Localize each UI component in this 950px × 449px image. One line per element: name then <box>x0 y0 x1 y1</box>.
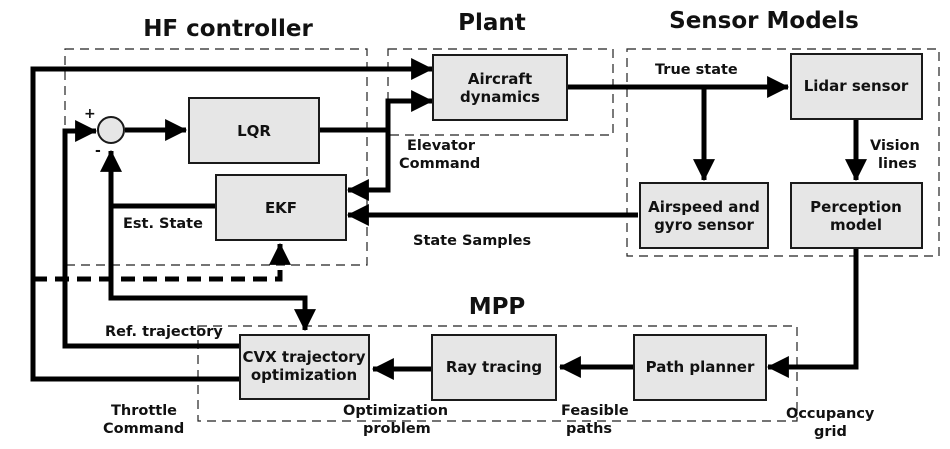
throttle-command-label-line2: Command <box>103 421 184 437</box>
plus-sign: + <box>84 106 96 122</box>
aircraft-label-line1: Aircraft <box>468 70 532 88</box>
ray-tracing-block: Ray tracing <box>431 334 557 401</box>
optimization-problem-label-line1: Optimization <box>343 403 448 419</box>
optimization-problem-label-line2: problem <box>363 421 431 437</box>
airspeed-label-line1: Airspeed and <box>648 198 760 216</box>
elevator-command-label-line1: Elevator <box>407 138 476 154</box>
airspeed-label-line2: gyro sensor <box>654 216 754 234</box>
plant-group <box>387 48 614 136</box>
lqr-label: LQR <box>237 122 271 140</box>
ref-trajectory-label: Ref. trajectory <box>105 324 223 340</box>
perception-model-block: Perception model <box>790 182 923 249</box>
throttle-command-wire <box>30 57 434 382</box>
lqr-block: LQR <box>188 97 320 164</box>
true-state-label: True state <box>655 62 738 78</box>
vision-lines-label-line1: Vision <box>870 138 920 154</box>
perception-label-line1: Perception <box>810 198 902 216</box>
cvx-label-line2: optimization <box>251 366 357 384</box>
aircraft-label-line2: dynamics <box>460 88 540 106</box>
est-state-to-cvx-wire <box>108 206 317 332</box>
cvx-label-line1: CVX trajectory <box>243 348 366 366</box>
perception-label-line2: model <box>830 216 882 234</box>
path-planner-label: Path planner <box>646 358 755 376</box>
feasible-paths-label-line1: Feasible <box>561 403 629 419</box>
elevator-command-label-line2: Command <box>399 156 480 172</box>
dashed-feedback-wire <box>33 270 283 282</box>
lidar-label: Lidar sensor <box>804 77 909 95</box>
ekf-block: EKF <box>215 174 347 241</box>
throttle-command-label-line1: Throttle <box>111 403 177 419</box>
occupancy-grid-wire <box>766 247 859 379</box>
ekf-label: EKF <box>265 199 297 217</box>
feasible-paths-label-line2: paths <box>566 421 612 437</box>
ref-trajectory-wire <box>62 119 240 349</box>
vision-lines-label-line2: lines <box>878 156 917 172</box>
mpp-title: MPP <box>469 294 526 320</box>
hf-controller-title: HF controller <box>143 16 313 42</box>
cvx-trajectory-optimization-block: CVX trajectory optimization <box>239 334 370 400</box>
occupancy-grid-label-line2: grid <box>814 424 847 440</box>
ray-tracing-label: Ray tracing <box>446 358 542 376</box>
hf-controller-group <box>64 48 368 266</box>
path-planner-block: Path planner <box>633 334 767 401</box>
minus-sign: - <box>95 143 101 159</box>
sensor-models-title: Sensor Models <box>669 8 859 34</box>
mpp-group <box>197 325 798 422</box>
state-samples-label: State Samples <box>413 233 531 249</box>
lidar-sensor-block: Lidar sensor <box>790 53 923 120</box>
elevator-to-ekf-wire <box>346 130 391 202</box>
airspeed-gyro-sensor-block: Airspeed and gyro sensor <box>639 182 769 249</box>
est-state-label: Est. State <box>123 216 203 232</box>
sensor-models-group <box>626 48 940 257</box>
aircraft-dynamics-block: Aircraft dynamics <box>432 54 568 121</box>
occupancy-grid-label-line1: Occupancy <box>786 406 875 422</box>
summing-junction <box>97 116 125 144</box>
plant-title: Plant <box>458 10 526 36</box>
